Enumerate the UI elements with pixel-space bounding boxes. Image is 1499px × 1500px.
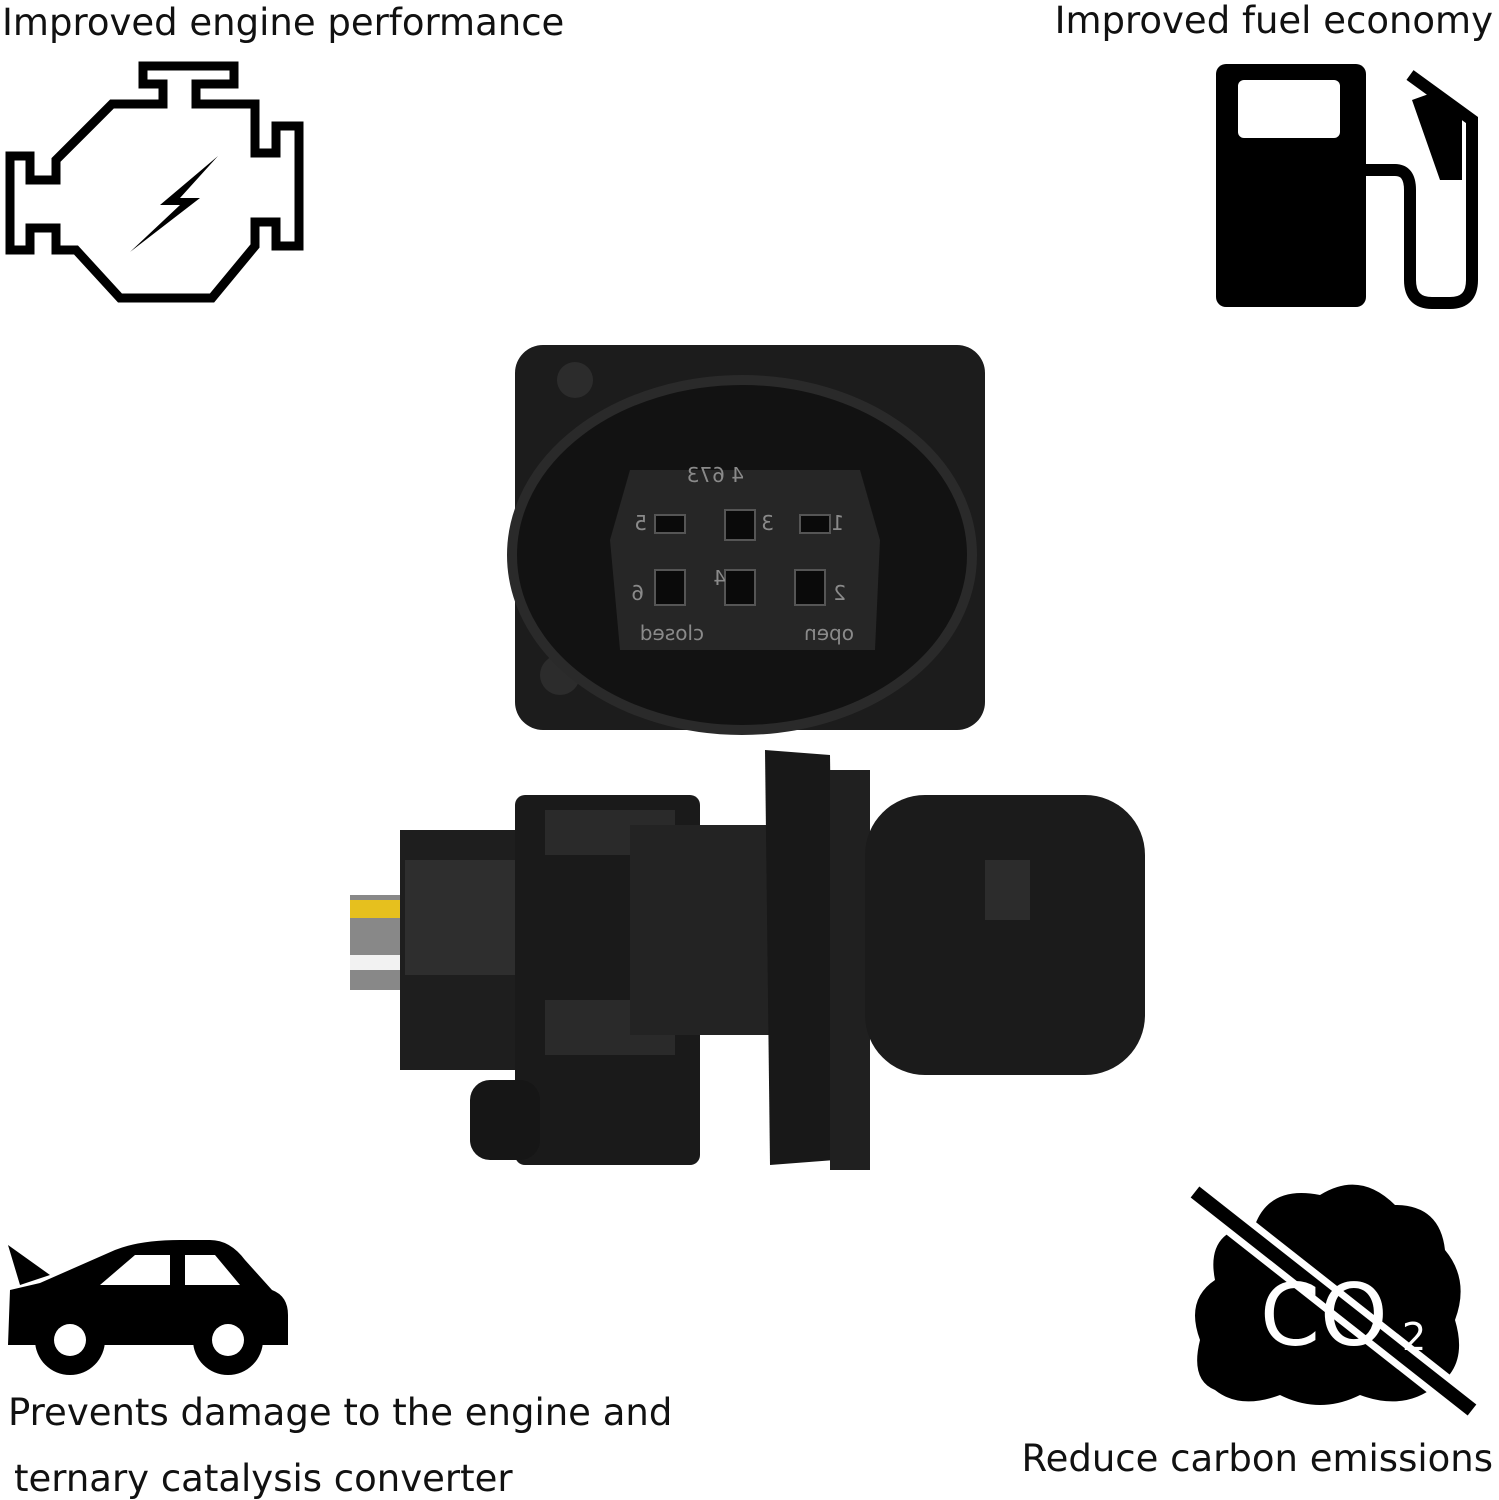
connector-plug-photo — [350, 750, 1145, 1170]
pin-label-5: 5 — [634, 511, 647, 535]
engine-icon — [5, 61, 304, 303]
fuel-pump-icon — [1216, 64, 1478, 309]
feature-label-carbon-emissions: Reduce carbon emissions — [1021, 1437, 1493, 1480]
car-hood-open-icon — [8, 1240, 288, 1375]
marking-closed: closed — [640, 621, 704, 645]
pin-label-4: 4 — [713, 566, 726, 590]
connector-marking-part: 4 673 — [687, 463, 744, 487]
no-co2-icon: CO 2 — [1186, 1180, 1481, 1422]
pin-label-1: 1 — [831, 511, 844, 535]
feature-label-fuel-economy: Improved fuel economy — [1054, 0, 1493, 42]
co2-text: CO — [1260, 1266, 1388, 1366]
feature-label-prevents-damage-line1: Prevents damage to the engine and — [8, 1391, 673, 1434]
pin-label-6: 6 — [631, 581, 644, 605]
pin-label-2: 2 — [833, 581, 846, 605]
co2-subscript: 2 — [1402, 1315, 1426, 1359]
connector-socket-photo: 4 673 5 3 1 6 4 2 closed open — [507, 345, 985, 735]
marking-open: open — [804, 621, 854, 645]
feature-label-prevents-damage-line2: ternary catalysis converter — [14, 1457, 513, 1500]
pin-label-3: 3 — [761, 511, 774, 535]
feature-label-engine-performance: Improved engine performance — [2, 1, 565, 44]
